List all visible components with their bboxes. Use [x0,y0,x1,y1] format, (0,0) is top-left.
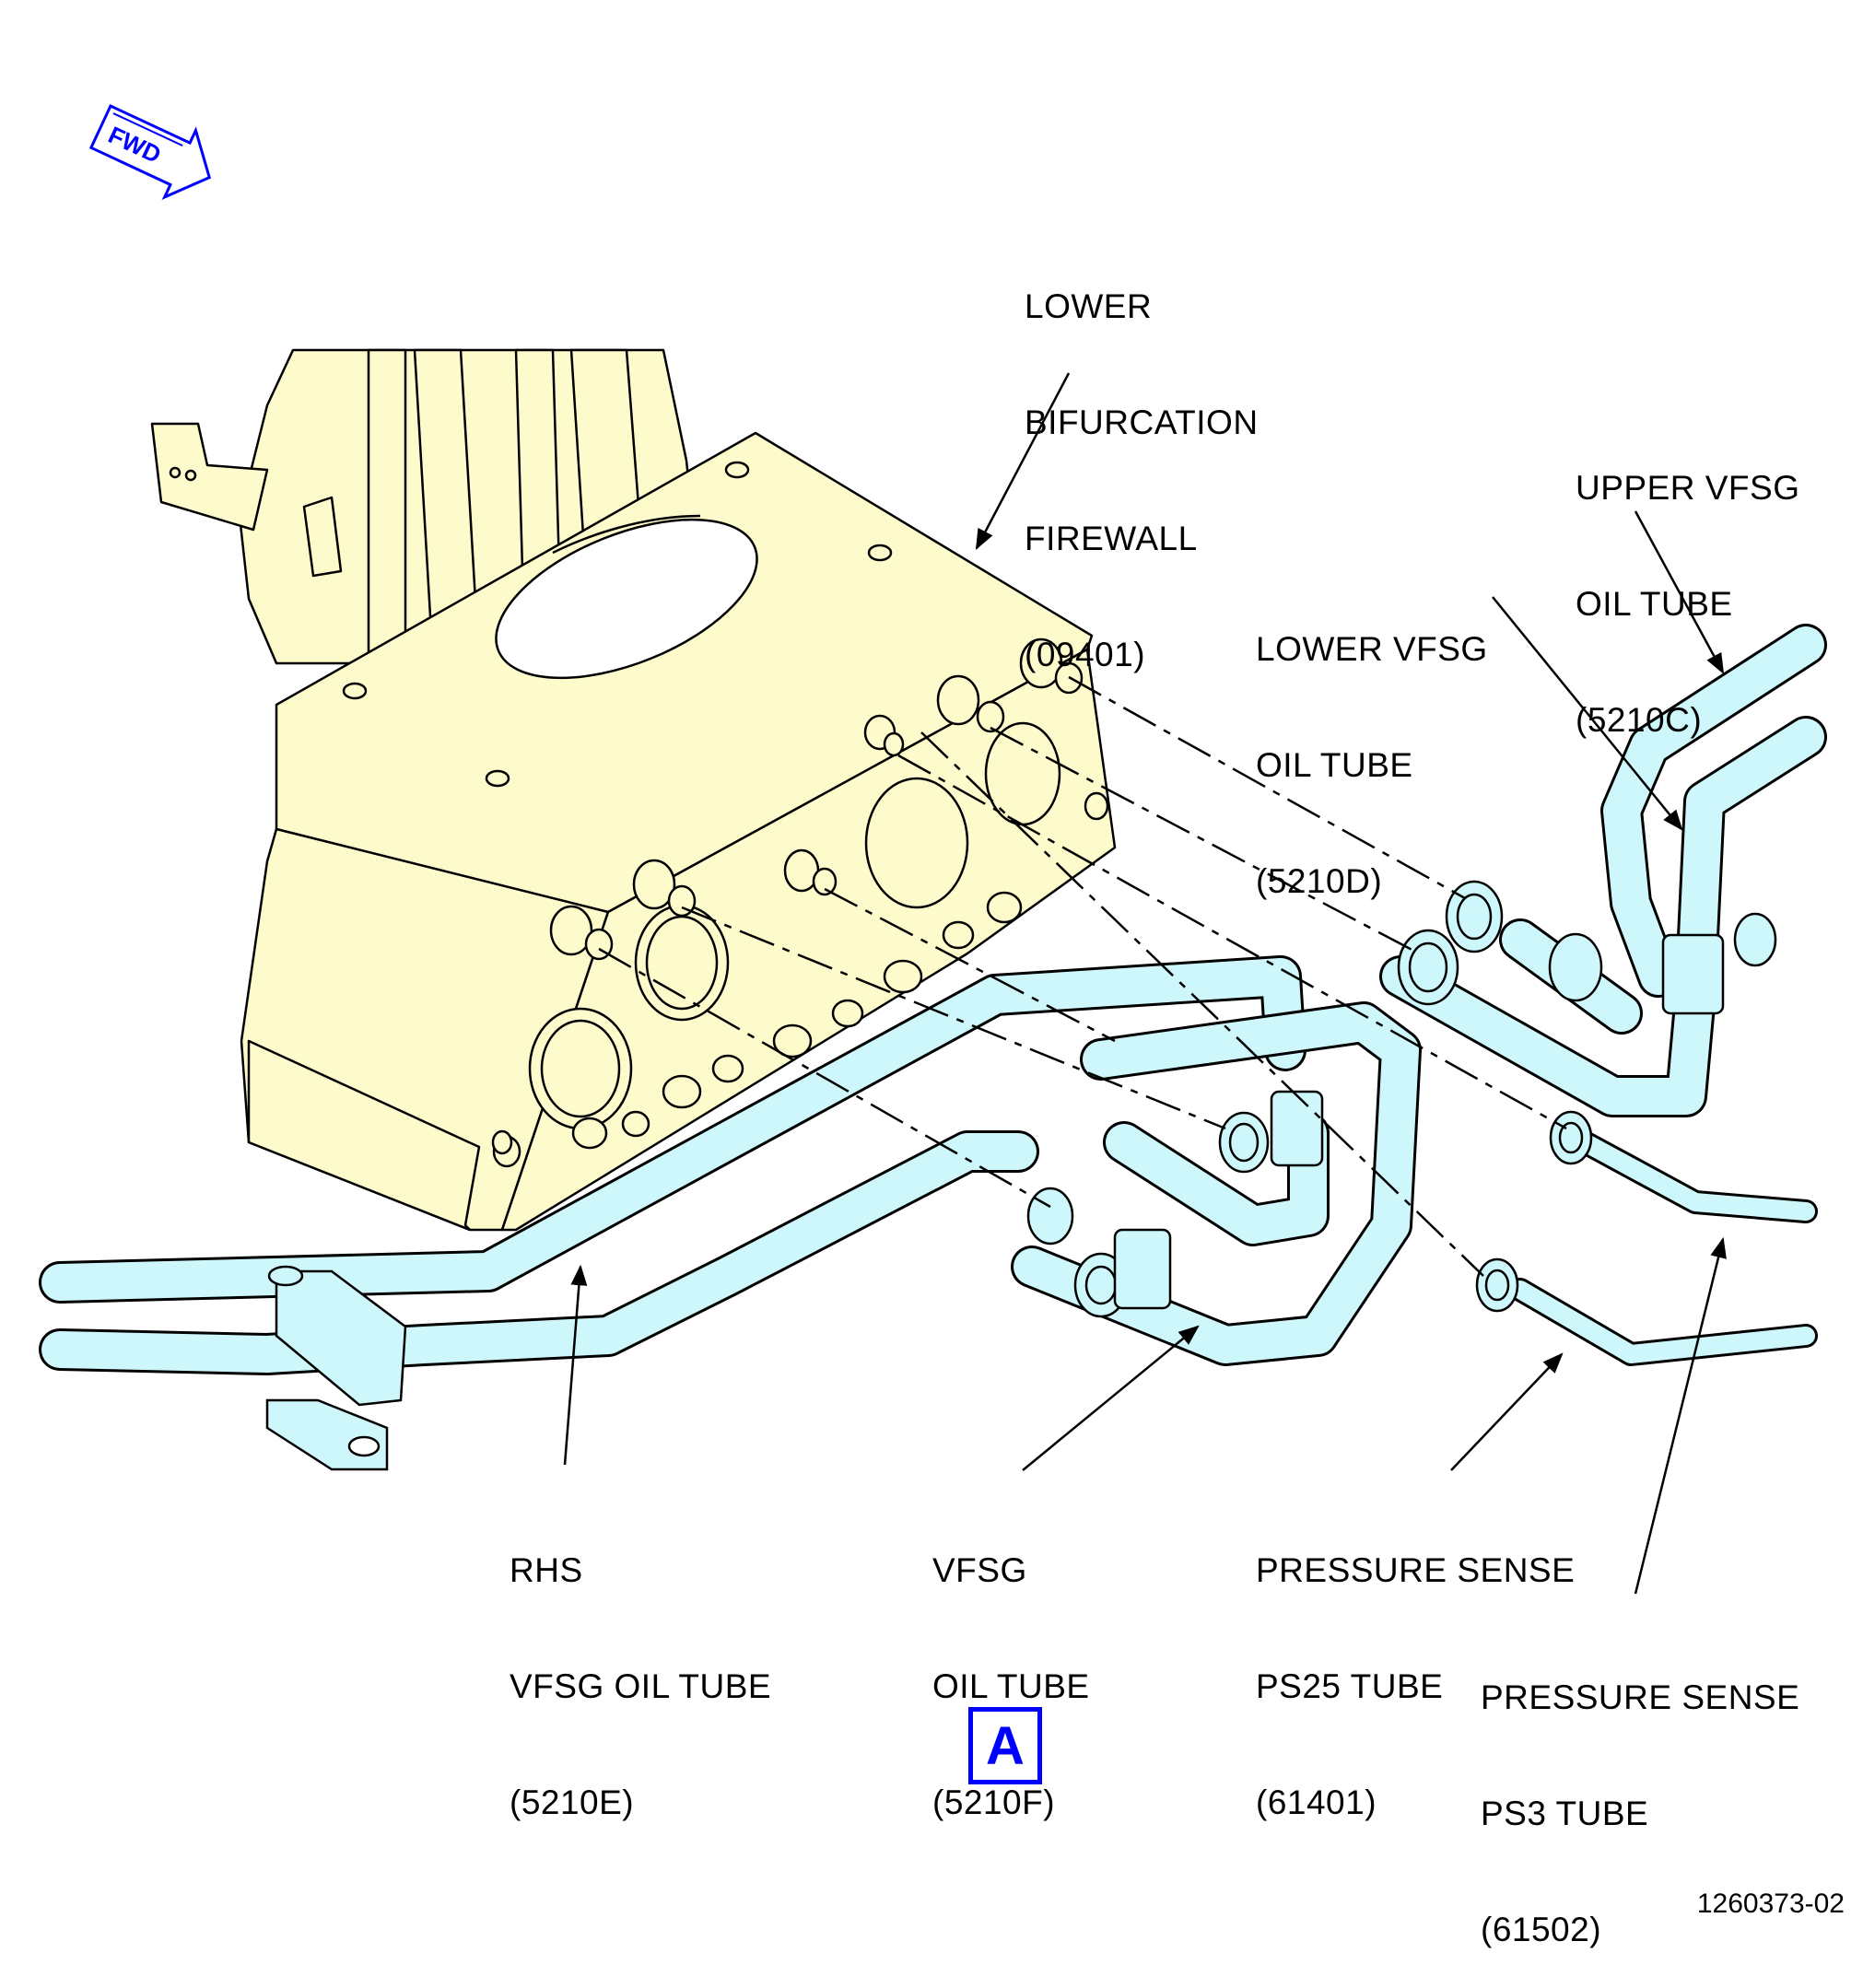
callout-vfsg-oil-tube: VFSG OIL TUBE (5210F) [932,1551,1090,1821]
vfsg-oil-tube-5210f [39,1001,1422,1375]
pressure-sense-ps25-tube-61401 [1508,1278,1818,1366]
pressure-sense-ps3-tube-61502 [1573,1130,1818,1223]
lower-bifurcation-firewall [150,348,1117,1232]
callout-lower-bifurcation-firewall: LOWER BIFURCATION FIREWALL (09401) [1025,287,1259,673]
fwd-arrow-icon: FWD [88,104,212,201]
oil-tubes [39,624,1827,1375]
callout-pressure-sense-ps25-tube: PRESSURE SENSE PS25 TUBE (61401) [1256,1551,1576,1821]
figure-number: 1260373-02 [1696,1889,1845,1919]
installation-drawing: FWD [39,104,1827,1595]
view-label: A [986,1715,1025,1776]
tube-fittings [265,880,1777,1471]
callout-pressure-sense-ps3-tube: PRESSURE SENSE PS3 TUBE (61502) [1481,1678,1800,1948]
callout-lower-vfsg-oil-tube: LOWER VFSG OIL TUBE (5210D) [1256,630,1488,900]
leader-lines [563,372,1727,1595]
view-label-box: A [968,1707,1042,1784]
callout-rhs-vfsg-oil-tube: RHS VFSG OIL TUBE (5210E) [510,1551,772,1821]
alignment-lines [598,675,1567,1277]
callout-upper-vfsg-oil-tube: UPPER VFSG OIL TUBE (5210C) [1576,469,1800,739]
rhs-vfsg-oil-tube-5210e [39,955,1306,1304]
lower-vfsg-oil-tube-5210d [1379,716,1827,1117]
